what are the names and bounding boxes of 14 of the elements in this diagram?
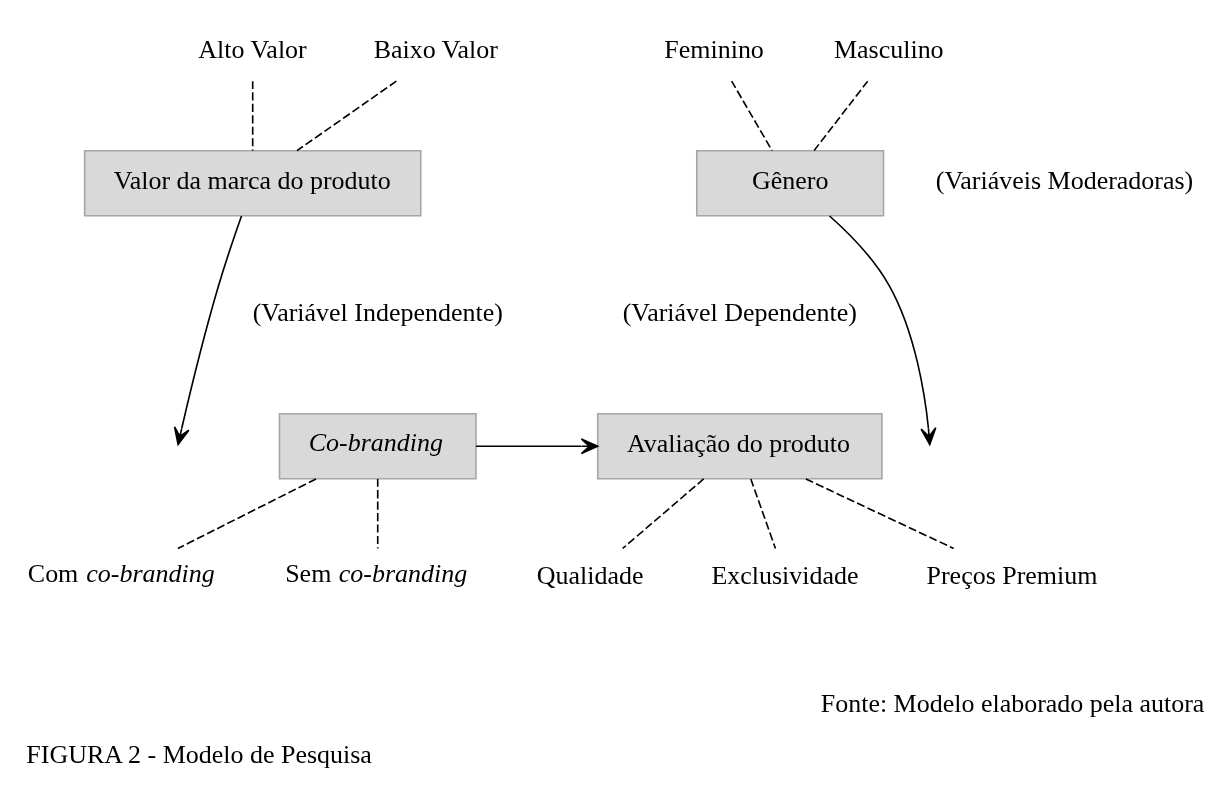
label: (Variáveis Moderadoras) [935, 166, 1194, 196]
node-text: Feminino [664, 34, 764, 64]
node-text: Sem co-branding [285, 559, 468, 589]
label: Fonte: Modelo elaborado pela autora [820, 689, 1205, 719]
node-text: Com co-branding [27, 559, 215, 589]
caption: FIGURA 2 - Modelo de Pesquisa [26, 739, 372, 769]
node-text: Masculino [833, 34, 944, 64]
label: (Variável Independente) [252, 297, 503, 327]
node-text: Alto Valor [198, 34, 307, 64]
label: (Variável Dependente) [622, 297, 857, 327]
node-text: Preços Premium [926, 560, 1098, 590]
node-text: Qualidade [536, 560, 644, 590]
node-text: Baixo Valor [373, 34, 498, 64]
node-text: Exclusividade [711, 560, 859, 590]
